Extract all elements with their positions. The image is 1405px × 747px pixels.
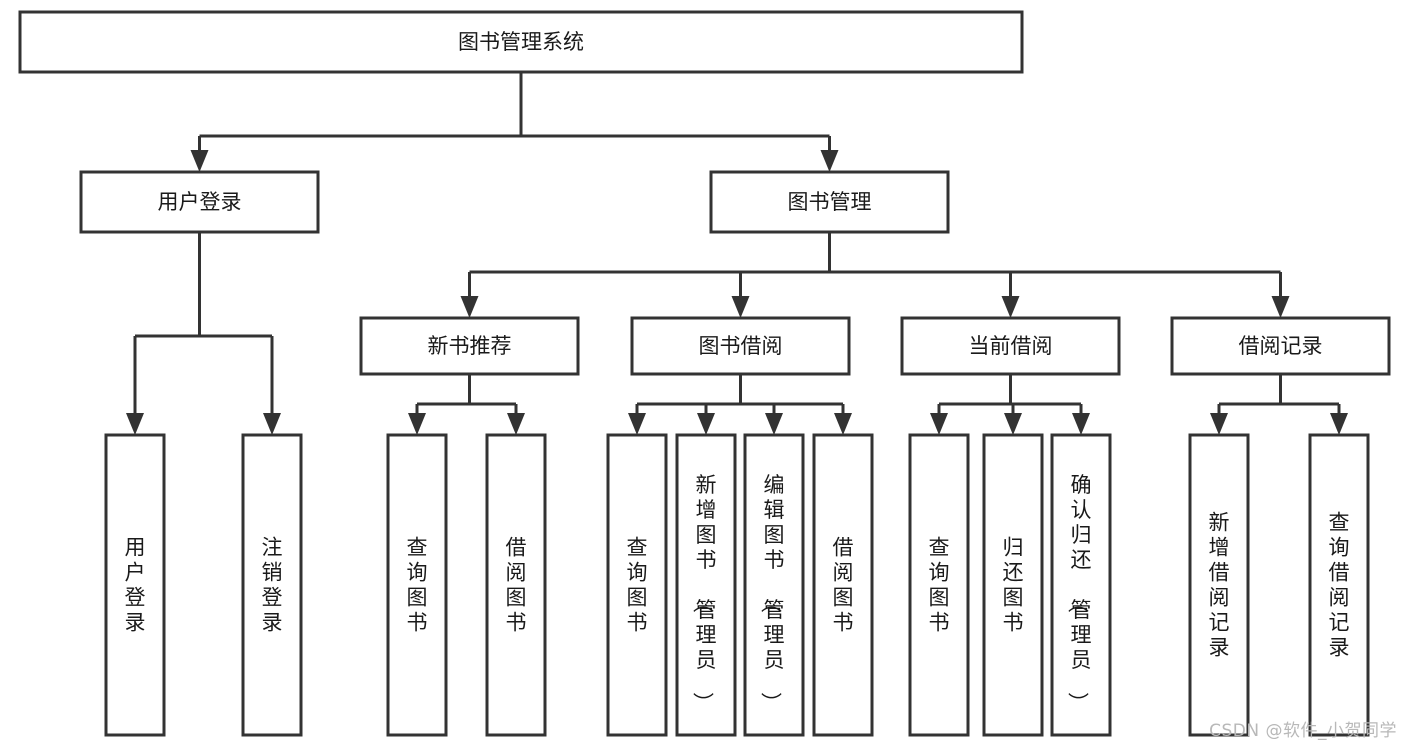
node-leaf-return-book[interactable]: 归还图书 xyxy=(982,433,1044,737)
arrowhead xyxy=(1210,413,1228,435)
node-leaf-query-book-1[interactable]: 查询图书 xyxy=(386,433,448,737)
node-box xyxy=(1308,433,1370,737)
arrowhead xyxy=(263,413,281,435)
node-label: 图书管理系统 xyxy=(458,30,584,54)
node-root-root[interactable]: 图书管理系统 xyxy=(18,10,1024,74)
node-box xyxy=(1170,316,1391,376)
arrowhead xyxy=(820,150,839,172)
node-box xyxy=(630,316,851,376)
node-leaf-confirm-return[interactable]: 确认归还（管理员） xyxy=(1050,433,1112,737)
node-leaf-query-book-2[interactable]: 查询图书 xyxy=(606,433,668,737)
node-box xyxy=(104,433,166,737)
node-label: 新书推荐 xyxy=(428,334,512,358)
node-label: 当前借阅 xyxy=(969,334,1053,358)
node-label: 图书管理 xyxy=(788,190,872,214)
arrowhead xyxy=(834,413,852,435)
node-box xyxy=(79,170,320,234)
arrowhead xyxy=(507,413,525,435)
node-label: 注销登录 xyxy=(262,536,283,635)
arrowhead xyxy=(765,413,783,435)
node-box xyxy=(675,433,737,737)
arrowhead xyxy=(697,413,715,435)
node-box xyxy=(709,170,950,234)
node-label: 借阅图书 xyxy=(833,536,854,635)
node-label: 新增借阅记录 xyxy=(1209,511,1230,660)
node-leaf-query-book-3[interactable]: 查询图书 xyxy=(908,433,970,737)
arrowhead xyxy=(408,413,426,435)
node-user-login[interactable]: 用户登录 xyxy=(79,170,320,234)
node-leaf-borrow-book-2[interactable]: 借阅图书 xyxy=(812,433,874,737)
node-borrow-record[interactable]: 借阅记录 xyxy=(1170,316,1391,376)
node-label: 用户登录 xyxy=(125,536,146,635)
node-label: 归还图书 xyxy=(1003,536,1024,635)
node-label: 查询借阅记录 xyxy=(1329,511,1350,660)
node-box xyxy=(606,433,668,737)
node-box xyxy=(900,316,1121,376)
node-box xyxy=(386,433,448,737)
arrowhead xyxy=(1004,413,1022,435)
node-label: 确认归还（管理员） xyxy=(1066,473,1092,713)
node-box xyxy=(982,433,1044,737)
node-book-manage[interactable]: 图书管理 xyxy=(709,170,950,234)
node-label: 新增图书（管理员） xyxy=(691,473,717,713)
node-book-borrow[interactable]: 图书借阅 xyxy=(630,316,851,376)
node-box xyxy=(359,316,580,376)
arrowhead xyxy=(126,413,144,435)
arrowhead xyxy=(1330,413,1348,435)
arrowhead xyxy=(1072,413,1090,435)
csdn-watermark: CSDN @软件_小贺同学 xyxy=(1209,721,1397,741)
node-box xyxy=(812,433,874,737)
node-label: 用户登录 xyxy=(158,190,242,214)
node-label: 借阅图书 xyxy=(506,536,527,635)
node-box xyxy=(241,433,303,737)
node-leaf-add-record[interactable]: 新增借阅记录 xyxy=(1188,433,1250,737)
node-label: 查询图书 xyxy=(627,536,648,635)
node-box xyxy=(485,433,547,737)
node-label: 查询图书 xyxy=(929,536,950,635)
node-box xyxy=(908,433,970,737)
node-leaf-query-record[interactable]: 查询借阅记录 xyxy=(1308,433,1370,737)
node-box xyxy=(1188,433,1250,737)
node-layer: 图书管理系统用户登录图书管理新书推荐图书借阅当前借阅借阅记录用户登录注销登录查询… xyxy=(18,10,1391,737)
node-leaf-add-book[interactable]: 新增图书（管理员） xyxy=(675,433,737,737)
arrowhead xyxy=(1271,296,1290,318)
node-new-book-recommend[interactable]: 新书推荐 xyxy=(359,316,580,376)
arrowhead xyxy=(190,150,209,172)
arrowhead xyxy=(460,296,479,318)
node-label: 图书借阅 xyxy=(699,334,783,358)
node-leaf-user-login[interactable]: 用户登录 xyxy=(104,433,166,737)
node-box xyxy=(743,433,805,737)
arrowhead xyxy=(628,413,646,435)
arrowhead xyxy=(731,296,750,318)
node-current-borrow[interactable]: 当前借阅 xyxy=(900,316,1121,376)
arrowhead xyxy=(930,413,948,435)
edge-layer xyxy=(126,72,1348,435)
node-box xyxy=(1050,433,1112,737)
node-label: 查询图书 xyxy=(407,536,428,635)
node-leaf-user-logout[interactable]: 注销登录 xyxy=(241,433,303,737)
node-label: 编辑图书（管理员） xyxy=(759,473,785,713)
node-leaf-edit-book[interactable]: 编辑图书（管理员） xyxy=(743,433,805,737)
node-label: 借阅记录 xyxy=(1239,334,1323,358)
arrowhead xyxy=(1001,296,1020,318)
node-box xyxy=(18,10,1024,74)
node-leaf-borrow-book-1[interactable]: 借阅图书 xyxy=(485,433,547,737)
